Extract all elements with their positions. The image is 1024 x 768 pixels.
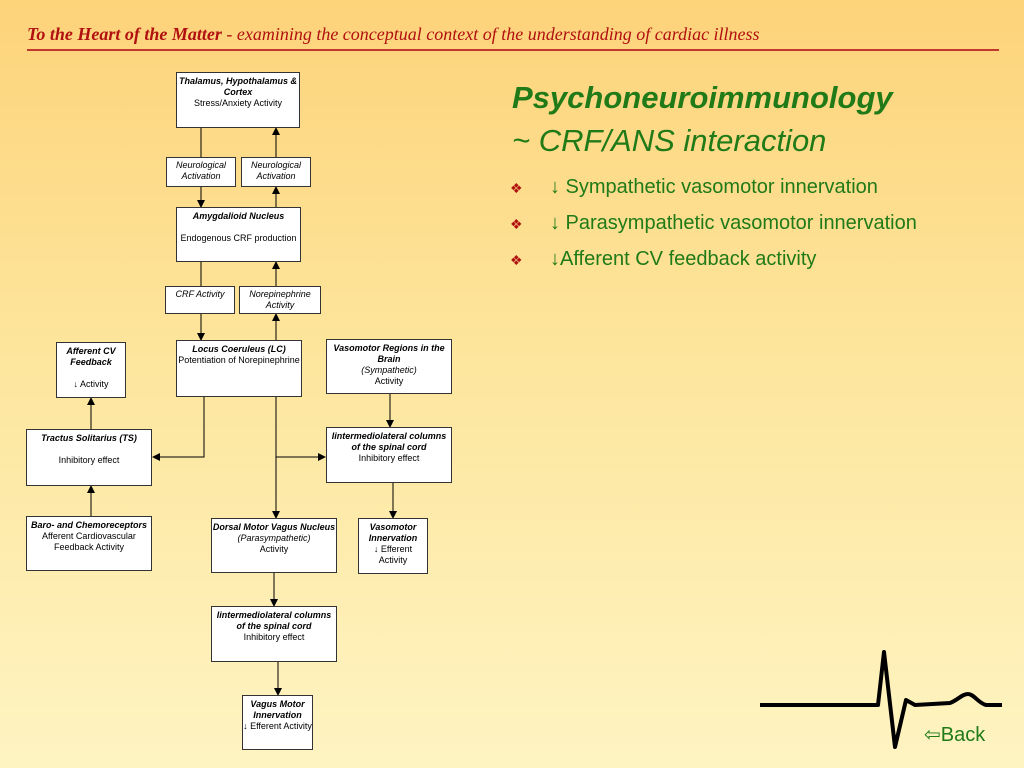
node-vasomotor-innervation-title: Vasomotor Innervation [368,522,418,543]
node-vagus-motor: Vagus Motor Innervation ↓ Efferent Activ… [242,695,313,750]
node-vasomotor-innervation-text: ↓ Efferent Activity [373,544,413,565]
header-rest: - examining the conceptual context of th… [221,24,760,44]
back-button[interactable]: ⇦Back [924,722,985,747]
bullet-item: ❖ ↓ Sympathetic vasomotor innervation [508,176,917,212]
bullet-list: ❖ ↓ Sympathetic vasomotor innervation ❖ ↓ … [508,176,917,284]
slide-header: To the Heart of the Matter - examining t… [27,24,1007,45]
node-tractus-text: Inhibitory effect [58,455,120,465]
diamond-bullet-icon: ❖ [510,216,523,232]
node-neuro-left-text: Neurological Activation [175,160,227,181]
node-intermediolateral-right-text: Inhibitory effect [358,453,420,463]
node-thalamus-title: Thalamus, Hypothalamus & Cortex [178,76,298,97]
node-vagus-motor-title: Vagus Motor Innervation [250,699,305,720]
node-afferent-cv-title: Afferent CV Feedback [66,346,116,367]
slide-title: Psychoneuroimmunology [512,80,893,115]
slide-subtitle: ~ CRF/ANS interaction [512,123,827,158]
node-locus-coeruleus: Locus Coeruleus (LC) Potentiation of Nor… [176,340,302,397]
node-intermediolateral-bottom-title: Iintermediolateral columns of the spinal… [216,610,332,631]
node-norepinephrine-activity: Norepinephrine Activity [239,286,321,314]
bullet-text: ↓ Sympathetic vasomotor innervation [550,176,878,198]
node-vagus-motor-text: ↓ Efferent Activity [243,721,312,731]
node-dorsal-title: Dorsal Motor Vagus Nucleus [212,522,336,532]
node-dorsal-text: Activity [259,544,289,554]
node-tractus-title: Tractus Solitarius (TS) [41,433,137,443]
bullet-item: ❖ ↓Afferent CV feedback activity [508,248,917,284]
header-bold: To the Heart of the Matter [27,24,222,44]
node-vasomotor-regions: Vasomotor Regions in the Brain (Sympathe… [326,339,452,394]
node-locus-title: Locus Coeruleus (LC) [192,344,286,354]
back-label: Back [940,724,986,746]
node-baro-text: Afferent Cardiovascular Feedback Activit… [42,531,136,552]
bullet-text: ↓Afferent CV feedback activity [550,248,817,270]
node-afferent-cv: Afferent CV Feedback ↓ Activity [56,342,126,398]
node-neuro-right: Neurological Activation [241,157,311,187]
node-intermediolateral-right-title: Iintermediolateral columns of the spinal… [331,431,447,452]
node-neuro-left: Neurological Activation [166,157,236,187]
node-crf-activity: CRF Activity [165,286,235,314]
node-locus-text: Potentiation of Norepinephrine [178,355,300,365]
back-arrow-icon: ⇦ [924,724,941,746]
node-crf-activity-text: CRF Activity [175,289,225,299]
header-divider [27,49,999,51]
node-intermediolateral-right: Iintermediolateral columns of the spinal… [326,427,452,483]
connector-locus-tractus [152,397,205,461]
node-neuro-right-text: Neurological Activation [250,160,302,181]
diamond-bullet-icon: ❖ [510,180,523,196]
node-tractus-solitarius: Tractus Solitarius (TS) Inhibitory effec… [26,429,152,486]
bullet-text: ↓ Parasympathetic vasomotor innervation [550,212,917,234]
diamond-bullet-icon: ❖ [510,252,523,268]
node-thalamus: Thalamus, Hypothalamus & Cortex Stress/A… [176,72,300,128]
node-afferent-cv-text: ↓ Activity [73,379,109,389]
node-intermediolateral-bottom-text: Inhibitory effect [243,632,305,642]
node-norepinephrine-activity-text: Norepinephrine Activity [249,289,311,310]
node-vasomotor-regions-sub: (Sympathetic) [361,365,417,375]
node-vasomotor-innervation: Vasomotor Innervation ↓ Efferent Activit… [358,518,428,574]
node-amygdala: Amygdalioid Nucleus Endogenous CRF produ… [176,207,301,262]
node-baro-title: Baro- and Chemoreceptors [30,520,148,530]
node-amygdala-title: Amygdalioid Nucleus [192,211,285,221]
bullet-item: ❖ ↓ Parasympathetic vasomotor innervation [508,212,917,248]
node-vasomotor-regions-title: Vasomotor Regions in the Brain [333,343,445,364]
node-baro-chemoreceptors: Baro- and Chemoreceptors Afferent Cardio… [26,516,152,571]
node-dorsal-motor-vagus: Dorsal Motor Vagus Nucleus (Parasympathe… [211,518,337,573]
node-intermediolateral-bottom: Iintermediolateral columns of the spinal… [211,606,337,662]
node-dorsal-sub: (Parasympathetic) [237,533,311,543]
node-thalamus-text: Stress/Anxiety Activity [193,98,283,108]
node-amygdala-text: Endogenous CRF production [180,233,297,243]
node-vasomotor-regions-text: Activity [374,376,404,386]
